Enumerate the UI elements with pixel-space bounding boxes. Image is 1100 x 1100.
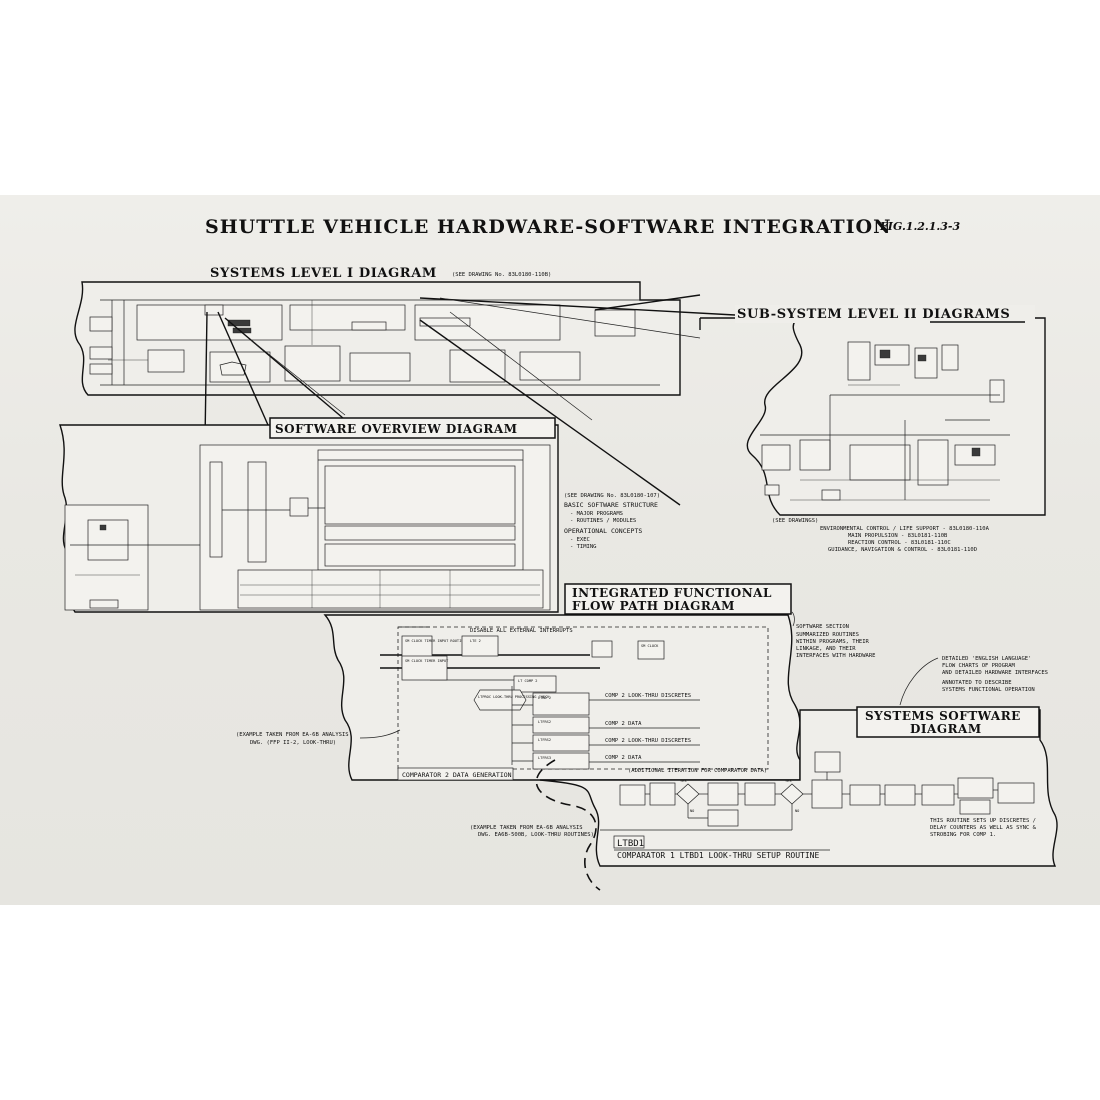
subsystem-note-1: ENVIRONMENTAL CONTROL / LIFE SUPPORT - 8… bbox=[820, 526, 990, 532]
flow-example-1: DWG. (FFP II-2, LOOK-THRU) bbox=[250, 740, 336, 746]
figure-number: FIG.1.2.1.3-3 bbox=[879, 220, 960, 233]
flow-output-1: COMP 2 DATA bbox=[605, 721, 642, 727]
ssd-example-1: DWG. EA6B-500B, LOOK-THRU ROUTINES) bbox=[478, 832, 594, 838]
software-overview-title: SOFTWARE OVERVIEW DIAGRAM bbox=[275, 422, 518, 436]
ssd-branch-0: YES bbox=[680, 779, 687, 783]
ssd-note-0: DETAILED 'ENGLISH LANGUAGE' bbox=[942, 656, 1031, 662]
ssd-branch-3: NO bbox=[795, 809, 799, 813]
software-overview-panel: SOFTWARE OVERVIEW DIAGRAM (SEE DRAWING N… bbox=[59, 417, 660, 613]
flow-node-4: LTBD 2 bbox=[538, 696, 551, 700]
subsystem-panel: SUB-SYSTEM LEVEL II DIAGRAMS (SEE DRAWIN… bbox=[699, 305, 1046, 553]
ssd-box-id: LTBD1 bbox=[617, 839, 644, 849]
ssd-branch-1: NO bbox=[690, 809, 694, 813]
overview-note-5: - EXEC bbox=[570, 537, 590, 543]
overview-note-3: - ROUTINES / MODULES bbox=[570, 518, 636, 524]
flow-node-9: SM CLOCK bbox=[641, 644, 659, 648]
systems-level-title: SYSTEMS LEVEL I DIAGRAM bbox=[210, 266, 437, 281]
flow-ltproc: LTPROC LOOK-THRU PROCESSING CHECK bbox=[478, 695, 550, 699]
ssd-title-line2: DIAGRAM bbox=[910, 722, 982, 736]
ssd-note-3: ANNOTATED TO DESCRIBE bbox=[942, 680, 1012, 686]
ssd-routine-note-2: STROBING FOR COMP 1. bbox=[930, 832, 996, 838]
sheet-title: SHUTTLE VEHICLE HARDWARE-SOFTWARE INTEGR… bbox=[205, 216, 891, 238]
ssd-note-4: SYSTEMS FUNCTIONAL OPERATION bbox=[942, 687, 1035, 693]
flow-title-line2: FLOW PATH DIAGRAM bbox=[572, 599, 735, 613]
flow-output-3: COMP 2 DATA bbox=[605, 755, 642, 761]
drill-down-connectors bbox=[204, 294, 736, 506]
flow-node-7: LTFRS3 bbox=[538, 756, 551, 760]
flow-footer-left: COMPARATOR 2 DATA GENERATION bbox=[402, 771, 512, 779]
systems-software-panel: SYSTEMS SOFTWARE DIAGRAM DETAILED 'ENGLI… bbox=[470, 656, 1058, 891]
ssd-routine-note-0: THIS ROUTINE SETS UP DISCRETES / bbox=[930, 818, 1036, 824]
flow-note-0: SOFTWARE SECTION bbox=[796, 624, 849, 630]
flow-note-3: LINKAGE, AND THEIR bbox=[796, 646, 856, 652]
flow-node-2: SM CLOCK TIMER INPUT bbox=[405, 659, 449, 663]
subsystem-note-3: REACTION CONTROL - 83L0181-110C bbox=[848, 540, 951, 546]
flow-node-6: LTFRS2 bbox=[538, 738, 551, 742]
functional-flow-panel: INTEGRATED FUNCTIONAL FLOW PATH DIAGRAM … bbox=[236, 583, 875, 781]
ssd-title-line1: SYSTEMS SOFTWARE bbox=[865, 709, 1021, 723]
overview-note-2: - MAJOR PROGRAMS bbox=[570, 511, 623, 517]
flow-note-1: SUMMARIZED ROUTINES bbox=[796, 632, 859, 638]
ssd-note-2: AND DETAILED HARDWARE INTERFACES bbox=[942, 670, 1048, 676]
flow-output-0: COMP 2 LOOK-THRU DISCRETES bbox=[605, 693, 691, 699]
flow-footer-right: (ADDITIONAL ITERATION FOR COMPARATOR DAT… bbox=[628, 768, 767, 774]
systems-level-ref: (SEE DRAWING No. 83L0180-110B) bbox=[452, 272, 551, 278]
overview-note-1: BASIC SOFTWARE STRUCTURE bbox=[564, 501, 658, 509]
overview-note-6: - TIMING bbox=[570, 544, 597, 550]
flow-example-0: (EXAMPLE TAKEN FROM EA-6B ANALYSIS bbox=[236, 732, 349, 738]
flow-note-4: INTERFACES WITH HARDWARE bbox=[796, 653, 875, 659]
overview-note-4: OPERATIONAL CONCEPTS bbox=[564, 527, 642, 535]
subsystem-note-4: GUIDANCE, NAVIGATION & CONTROL - 83L0181… bbox=[828, 547, 977, 553]
flow-node-1: LTE 2 bbox=[470, 639, 481, 643]
flow-node-3: LT COMP 2 bbox=[518, 679, 537, 683]
flow-node-5: LTFRS2 bbox=[538, 720, 551, 724]
flow-title-line1: INTEGRATED FUNCTIONAL bbox=[572, 586, 772, 600]
subsystem-title: SUB-SYSTEM LEVEL II DIAGRAMS bbox=[737, 307, 1010, 322]
ssd-routine-note-1: DELAY COUNTERS AS WELL AS SYNC & bbox=[930, 825, 1037, 831]
systems-level-panel: SYSTEMS LEVEL I DIAGRAM (SEE DRAWING No.… bbox=[74, 266, 681, 396]
flow-disable-label: DISABLE ALL EXTERNAL INTERRUPTS bbox=[470, 628, 573, 634]
flow-node-0: SM CLOCK TIMER INPUT ROUTINE bbox=[405, 639, 466, 643]
ssd-note-1: FLOW CHARTS OF PROGRAM bbox=[942, 663, 1016, 669]
flow-output-2: COMP 2 LOOK-THRU DISCRETES bbox=[605, 738, 691, 744]
subsystem-note-2: MAIN PROPULSION - 83L0181-110B bbox=[848, 533, 948, 539]
ssd-example-0: (EXAMPLE TAKEN FROM EA-6B ANALYSIS bbox=[470, 825, 583, 831]
ssd-routine-title: COMPARATOR 1 LTBD1 LOOK-THRU SETUP ROUTI… bbox=[617, 851, 819, 860]
ssd-branch-2: YES bbox=[785, 779, 792, 783]
subsystem-note-0: (SEE DRAWINGS) bbox=[772, 518, 818, 524]
flow-note-2: WITHIN PROGRAMS, THEIR bbox=[796, 639, 870, 645]
overview-note-0: (SEE DRAWING No. 83L0180-107) bbox=[564, 493, 660, 499]
